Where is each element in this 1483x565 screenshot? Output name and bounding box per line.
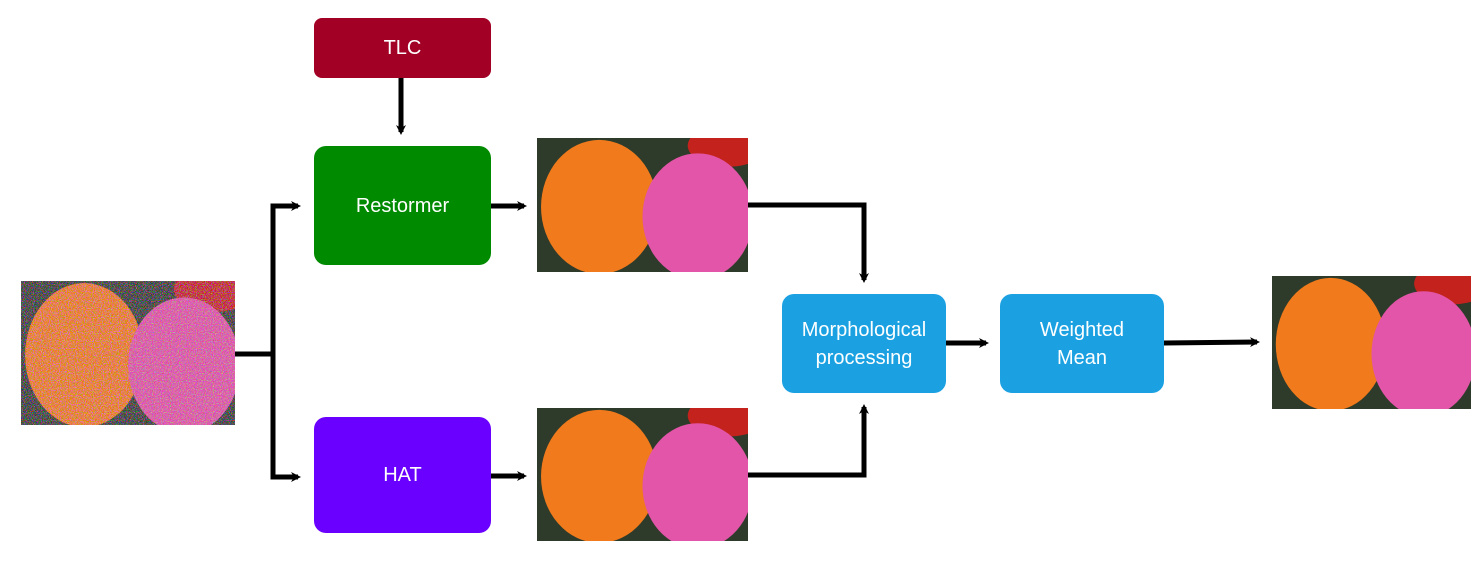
restormer-node: Restormer	[314, 146, 491, 265]
hat-label: HAT	[383, 464, 422, 486]
tlc-node: TLC	[314, 18, 491, 78]
arrow-split-to-hat	[270, 354, 301, 482]
weighted-mean-label: Weighted Mean	[1039, 318, 1125, 369]
pink-yarn-ball	[1371, 291, 1471, 409]
restormer-output-image	[537, 138, 748, 272]
tlc-label: TLC	[383, 37, 422, 59]
restormer-label: Restormer	[355, 194, 450, 217]
final-output-image	[1272, 276, 1471, 409]
orange-yarn-ball	[25, 283, 144, 425]
arrow-weighted-mean-to-final	[1163, 337, 1260, 348]
pink-yarn-ball	[642, 153, 748, 272]
arrow-hat-output-to-morph	[748, 404, 869, 478]
orange-yarn-ball	[541, 409, 658, 541]
morphological-processing-label: Morphological processing	[801, 318, 927, 369]
orange-yarn-ball	[1275, 277, 1386, 409]
pink-yarn-ball	[642, 423, 748, 541]
arrow-restormer-output-to-morph	[748, 202, 869, 283]
hat-node: HAT	[314, 417, 491, 533]
hat-output-image	[537, 408, 748, 541]
weighted-mean-node: Weighted Mean	[1000, 294, 1164, 393]
arrow-split-to-restormer	[270, 201, 301, 477]
input-image	[21, 281, 235, 425]
pink-yarn-ball	[128, 297, 235, 425]
orange-yarn-ball	[541, 139, 658, 272]
morphological-processing-node: Morphological processing	[782, 294, 946, 393]
